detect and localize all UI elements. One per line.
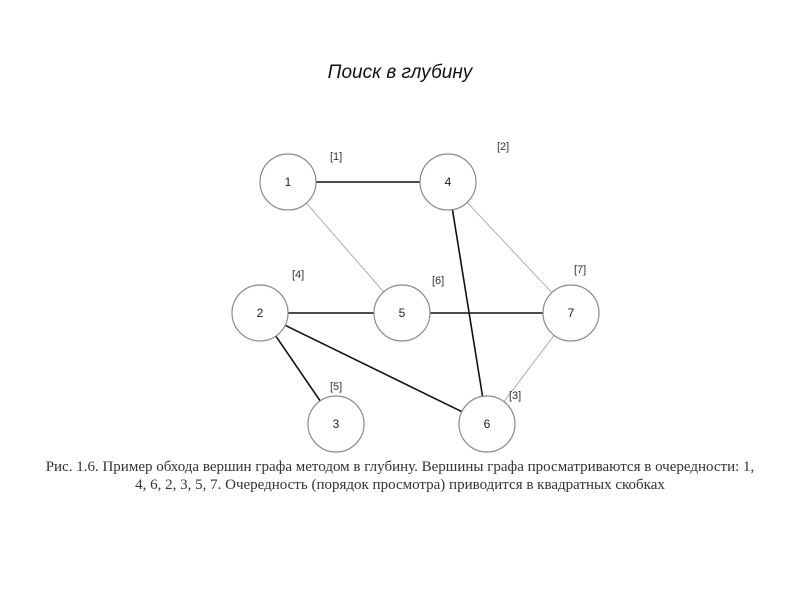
node-5: 5 xyxy=(373,284,431,342)
edges-layer xyxy=(275,181,555,413)
node-circle xyxy=(231,284,289,342)
node-circle xyxy=(419,153,477,211)
page-title: Поиск в глубину xyxy=(327,62,473,83)
node-3: 3 xyxy=(307,395,365,453)
node-circle xyxy=(259,153,317,211)
node-label: 4 xyxy=(445,175,452,189)
figure-caption: Рис. 1.6. Пример обхода вершин графа мет… xyxy=(45,459,755,493)
order-label-3: [5] xyxy=(330,381,342,393)
order-label-4: [2] xyxy=(497,141,509,153)
edge-4-7 xyxy=(466,202,553,293)
order-label-7: [7] xyxy=(574,264,586,276)
edge-1-5 xyxy=(306,202,384,293)
node-6: 6 xyxy=(458,395,516,453)
edge-2-6 xyxy=(284,324,463,413)
node-2: 2 xyxy=(231,284,289,342)
node-circle xyxy=(458,395,516,453)
node-circle xyxy=(307,395,365,453)
edge-6-7 xyxy=(503,335,555,402)
node-label: 3 xyxy=(333,417,340,431)
node-label: 2 xyxy=(257,306,264,320)
order-labels-layer: [1] [2] [3] [4] [5] [6] [7] xyxy=(292,141,586,402)
edge-2-3 xyxy=(275,335,321,402)
node-4: 4 xyxy=(419,153,477,211)
node-label: 1 xyxy=(285,175,292,189)
node-circle xyxy=(373,284,431,342)
order-label-6: [3] xyxy=(509,390,521,402)
node-circle xyxy=(542,284,600,342)
node-7: 7 xyxy=(542,284,600,342)
nodes-layer: 1 4 6 2 3 5 7 xyxy=(231,153,600,453)
node-1: 1 xyxy=(259,153,317,211)
order-label-1: [1] xyxy=(330,151,342,163)
order-label-5: [6] xyxy=(432,275,444,287)
node-label: 5 xyxy=(399,306,406,320)
order-label-2: [4] xyxy=(292,269,304,281)
node-label: 7 xyxy=(568,306,575,320)
node-label: 6 xyxy=(484,417,491,431)
edge-4-6 xyxy=(451,209,484,397)
